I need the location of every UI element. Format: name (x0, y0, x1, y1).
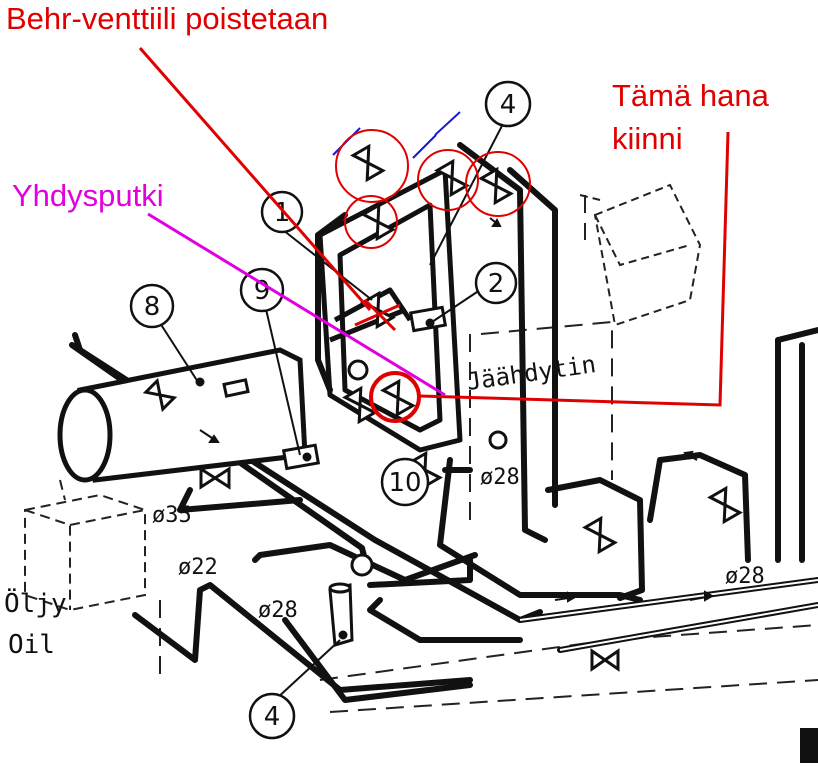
valve (590, 648, 620, 672)
callout-4-bottom: 4 (264, 702, 281, 732)
heat-exchanger-block (317, 167, 463, 453)
label-d28-right: ø28 (725, 564, 765, 589)
label-d35: ø35 (152, 503, 192, 528)
yhdysputki-leader (147, 212, 446, 397)
cooler-device (579, 183, 702, 327)
valve (360, 202, 396, 242)
callout-2: 2 (488, 269, 505, 299)
flow-arrows (199, 217, 715, 603)
leader-lines (159, 119, 506, 701)
behr-removal-note: Behr-venttiili poistetaan (6, 1, 329, 36)
closed-valve-circle (369, 371, 421, 423)
valve (707, 485, 743, 525)
corner-block (800, 728, 818, 763)
label-d28-center: ø28 (480, 465, 520, 490)
callout-8: 8 (144, 292, 161, 322)
hana-closed-note-line1: Tämä hana (612, 78, 769, 113)
cylinder-tank (57, 347, 308, 483)
label-oljy: Öljy (4, 587, 67, 619)
label-d22: ø22 (178, 555, 218, 580)
valve (434, 158, 470, 198)
valve (350, 143, 386, 183)
red-annotation-lines (138, 47, 730, 407)
filter-cylinder (328, 582, 354, 647)
valve (582, 515, 618, 555)
sensors (195, 305, 448, 471)
valve (142, 377, 178, 413)
oil-box (24, 479, 146, 612)
callout-10: 10 (388, 468, 421, 498)
label-d28-bottom: ø28 (258, 598, 298, 623)
label-oil: Oil (8, 630, 55, 660)
callout-4-top: 4 (500, 90, 517, 120)
hana-closed-note-line2: kiinni (612, 121, 683, 156)
check-valves (347, 359, 508, 577)
valve (478, 166, 514, 206)
callout-9: 9 (254, 276, 271, 306)
callout-circles (129, 80, 532, 740)
yhdysputki-note: Yhdysputki (12, 178, 164, 213)
red-valve-circles (335, 129, 531, 249)
valve (380, 378, 416, 418)
label-jaahdytin: Jäähdytin (465, 350, 598, 396)
valve (199, 466, 231, 490)
